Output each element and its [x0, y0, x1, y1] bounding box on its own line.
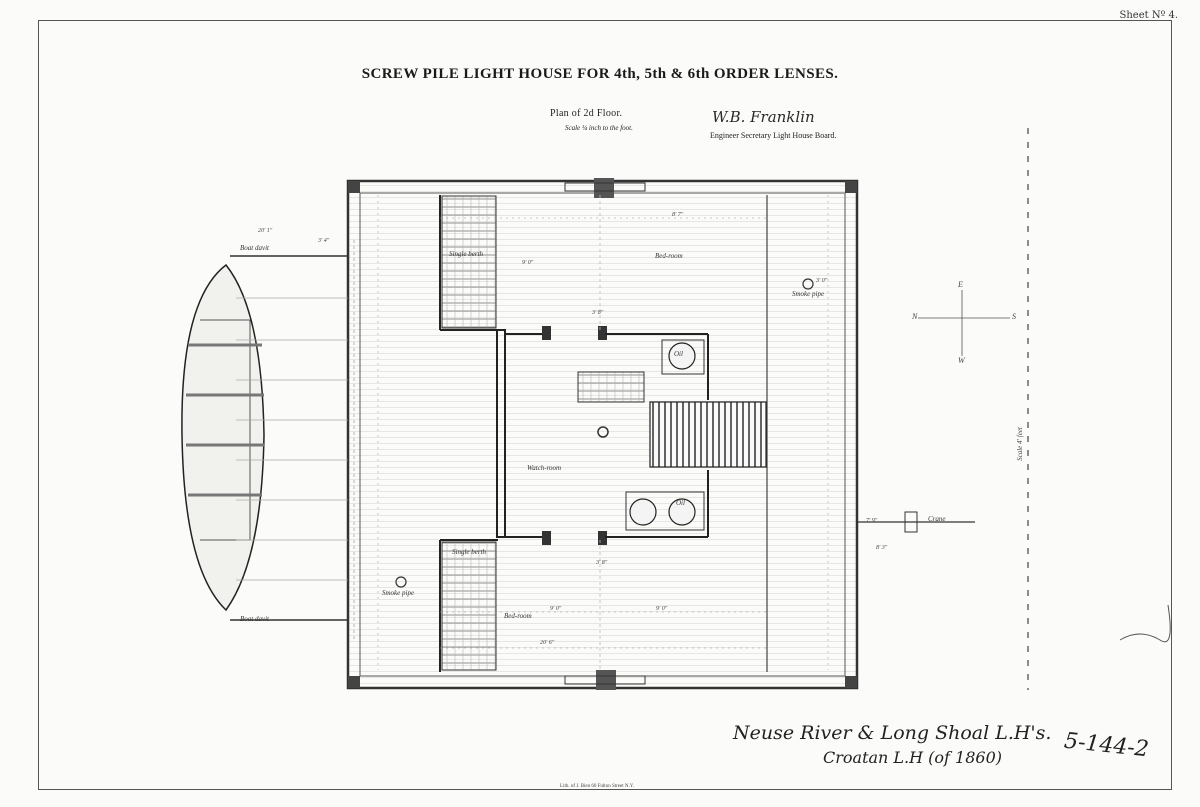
dimension-label: 3' 8" [596, 560, 608, 566]
oil-closet-bottom [625, 491, 705, 531]
single-berth-bottom [441, 541, 497, 671]
corner-post [348, 676, 360, 688]
scale-bar-label: Scale 4' feet [1015, 427, 1024, 461]
corner-post [845, 676, 857, 688]
dimension-label: 8' 7" [672, 212, 684, 218]
smoke-pipe-circle [395, 576, 407, 588]
window-bottom [596, 670, 616, 690]
corner-post [845, 181, 857, 193]
platform-outline [346, 179, 859, 690]
smoke-pipe-right-label: Smoke pipe [792, 290, 825, 298]
dimension-label: 3' 0" [816, 278, 828, 284]
boat-hull [181, 263, 265, 612]
oil-tank [668, 498, 696, 526]
signature: W.B. Franklin [712, 108, 815, 126]
plan-scale: Scale ¼ inch to the foot. [565, 124, 633, 132]
crane-block [904, 511, 918, 533]
signature-title: Engineer Secretary Light House Board. [710, 131, 837, 140]
pilaster [598, 326, 607, 340]
oil-label-1: Oil [674, 350, 683, 358]
dimension-label: 3' 8" [592, 310, 604, 316]
drawing-border [38, 20, 1172, 790]
compass-w: W [958, 356, 965, 365]
dimension-label: 9' 0" [550, 606, 562, 612]
dimension-label: 20' 1" [258, 228, 273, 234]
smoke-pipe-circle [802, 278, 814, 290]
single-berth-top-label: Single berth [449, 250, 484, 258]
window-frame-top [564, 182, 646, 192]
dimension-label: 3' 4" [318, 238, 330, 244]
stair-hatch [577, 371, 645, 403]
window-top [594, 178, 614, 198]
dimension-label: 9' 0" [656, 606, 668, 612]
handwritten-croatan: Croatan L.H (of 1860) [823, 748, 1003, 767]
dimension-label: 9' 0" [522, 260, 534, 266]
boat-davit-top-label: Boat davit [240, 244, 269, 252]
crane-label: Crane [928, 515, 946, 523]
sheet-number: Sheet Nº 4. [1119, 10, 1179, 21]
lithographer-credit: Lith. of J. Bien 60 Fulton Street N.Y. [560, 784, 634, 789]
watch-room-west-wall [496, 329, 506, 538]
dimension-label: 20' 6" [540, 640, 555, 646]
boat-thwarts [200, 319, 251, 541]
corner-post [348, 181, 360, 193]
boat-davit-bottom-label: Boat davit [240, 615, 269, 623]
handwritten-lighthouse-names: Neuse River & Long Shoal L.H's. [733, 722, 1052, 744]
oil-label-2: Oil [676, 499, 685, 507]
compass-n: N [912, 312, 918, 321]
pilaster [598, 531, 607, 545]
center-column [597, 426, 609, 438]
stairway [649, 401, 767, 468]
plan-title: Plan of 2d Floor. [550, 108, 623, 119]
compass-s: S [1012, 312, 1016, 321]
pilaster [542, 531, 551, 545]
pencil-mark [1119, 604, 1171, 643]
drawing-title: SCREW PILE LIGHT HOUSE FOR 4th, 5th & 6t… [361, 66, 839, 82]
single-berth-bottom-label: Single berth [452, 548, 487, 556]
oil-tank [629, 498, 657, 526]
dimension-label: 8' 3" [876, 545, 888, 551]
pilaster [542, 326, 551, 340]
bed-room-bottom-label: Bed-room [504, 612, 532, 620]
bed-room-top-label: Bed-room [655, 252, 683, 260]
window-frame-bottom [564, 675, 646, 685]
watch-room-label: Watch-room [527, 464, 562, 472]
oil-closet-top [661, 339, 705, 375]
smoke-pipe-left-label: Smoke pipe [382, 589, 415, 597]
single-berth-top [441, 195, 497, 329]
dimension-label: 7' 9" [866, 518, 878, 524]
oil-tank [668, 342, 696, 370]
compass-e: E [958, 280, 963, 289]
